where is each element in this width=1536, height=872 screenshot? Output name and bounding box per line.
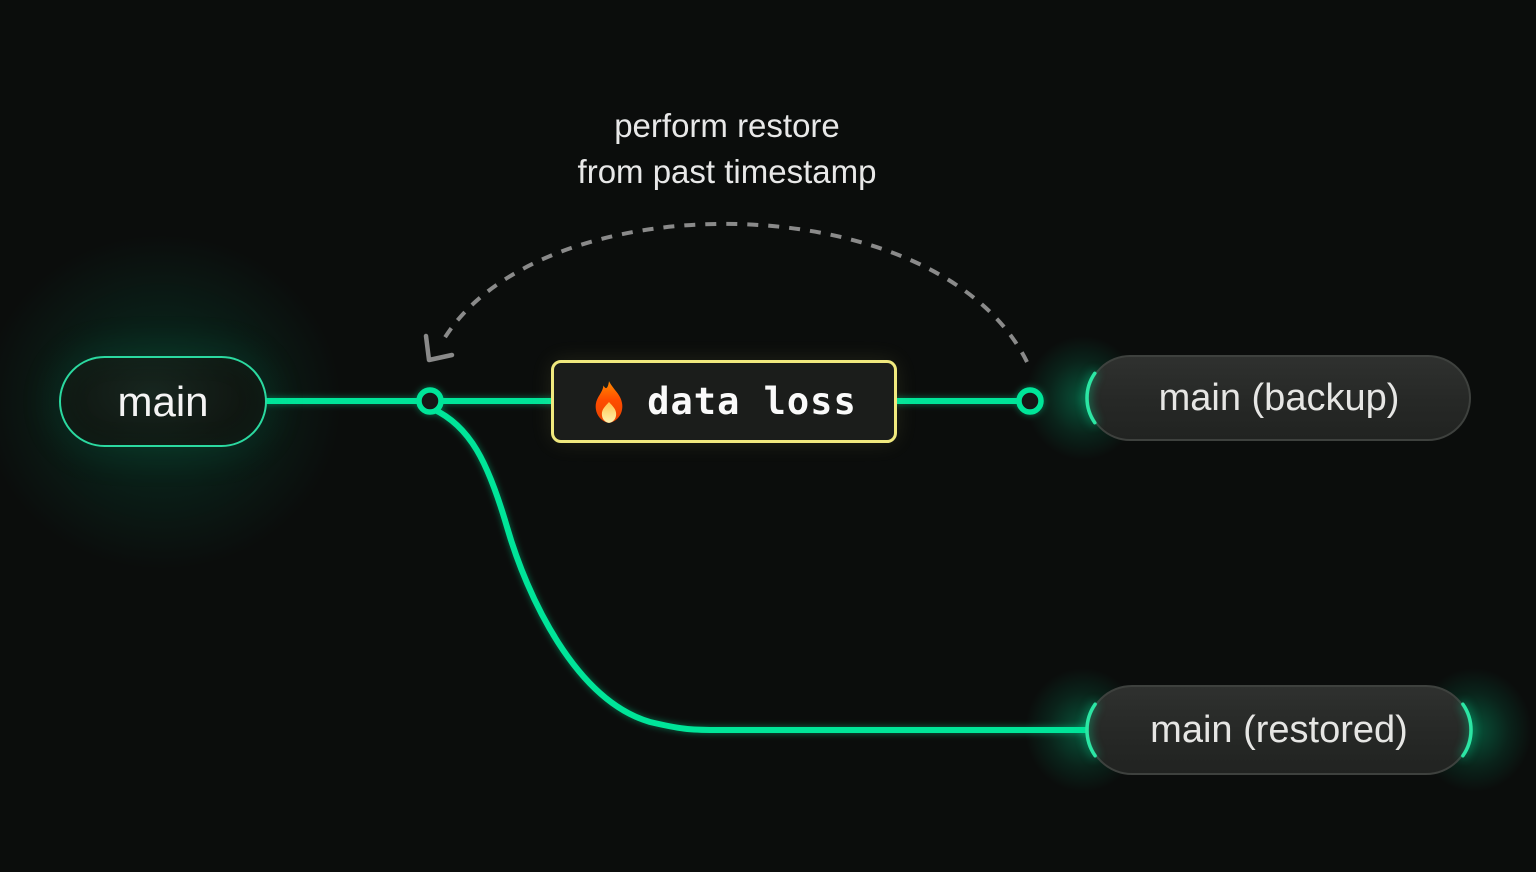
fire-icon xyxy=(595,380,623,423)
commit-point-left xyxy=(416,387,444,415)
branch-label-backup: main (backup) xyxy=(1158,376,1400,419)
branch-label-main: main xyxy=(117,377,209,425)
branch-node-main: main xyxy=(59,356,267,447)
commit-point-right xyxy=(1016,387,1044,415)
arrowhead-icon xyxy=(423,333,455,363)
annotation-line-2: from past timestamp xyxy=(577,153,877,190)
annotation-text: perform restore from past timestamp xyxy=(327,103,1127,195)
restore-branch-curve xyxy=(430,406,1093,733)
branch-node-backup: main (backup) xyxy=(1087,355,1471,441)
data-loss-event-box: data loss xyxy=(551,360,897,443)
annotation-line-1: perform restore xyxy=(614,107,840,144)
data-loss-label: data loss xyxy=(647,380,857,423)
branch-node-restored: main (restored) xyxy=(1087,685,1471,775)
branch-label-restored: main (restored) xyxy=(1150,708,1408,751)
restore-arc-dashed xyxy=(439,221,1029,363)
